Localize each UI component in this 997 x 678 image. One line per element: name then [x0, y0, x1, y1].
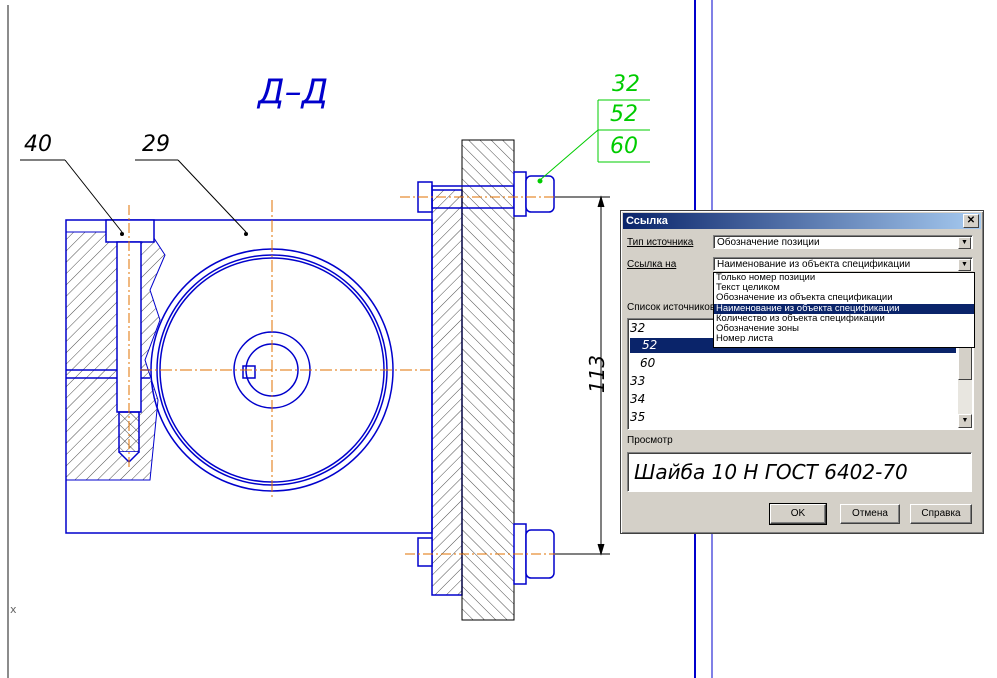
screw-top	[400, 171, 565, 217]
chevron-down-icon[interactable]: ▼	[958, 237, 971, 249]
dropdown-option[interactable]: Номер листа	[716, 334, 774, 345]
source-type-combo[interactable]: Обозначение позиции ▼	[713, 235, 973, 249]
dialog-title-text: Ссылка	[626, 215, 668, 227]
close-icon[interactable]: ✕	[963, 214, 979, 228]
list-item[interactable]: 33	[630, 374, 646, 388]
dropdown-option[interactable]: Только номер позиции	[716, 273, 816, 283]
list-item[interactable]: 32	[630, 321, 646, 335]
preview-label: Просмотр	[627, 435, 673, 446]
source-type-value: Обозначение позиции	[717, 237, 820, 248]
sources-label: Список источников	[627, 302, 716, 313]
link-to-label: Ссылка на	[627, 259, 677, 270]
bolt-40	[105, 205, 155, 470]
leader-label-60: 60	[610, 134, 638, 159]
dialog-title: Ссылка ✕	[623, 213, 981, 229]
leader-label-52: 52	[610, 102, 638, 127]
leader-label-32: 32	[612, 72, 640, 97]
scroll-down-icon[interactable]: ▼	[958, 414, 972, 428]
link-to-combo[interactable]: Наименование из объекта спецификации ▼	[713, 257, 973, 271]
section-title: Д–Д	[258, 72, 329, 112]
dimension-113	[555, 195, 610, 556]
help-button[interactable]: Справка	[910, 504, 972, 524]
list-item[interactable]: 34	[630, 392, 646, 406]
dropdown-option[interactable]: Текст целиком	[716, 283, 780, 294]
chevron-down-icon[interactable]: ▼	[958, 259, 971, 271]
dropdown-option[interactable]: Количество из объекта спецификации	[716, 313, 885, 324]
axis-label: x	[10, 603, 17, 616]
dropdown-option[interactable]: Обозначение из объекта спецификации	[716, 293, 893, 304]
list-item[interactable]: 35	[630, 410, 646, 424]
side-plate	[431, 139, 515, 621]
leader-label-40: 40	[24, 132, 52, 157]
source-type-label: Тип источника	[627, 237, 694, 248]
gear-wheel	[140, 200, 430, 500]
preview-box: Шайба 10 Н ГОСТ 6402-70	[627, 452, 972, 492]
cancel-button[interactable]: Отмена	[840, 504, 900, 524]
leader-label-29: 29	[142, 132, 170, 157]
dropdown-option[interactable]: Обозначение зоны	[716, 323, 799, 334]
link-to-dropdown[interactable]: Только номер позиции Текст целиком Обозн…	[713, 272, 975, 348]
screw-bottom	[405, 523, 565, 585]
link-to-value: Наименование из объекта спецификации	[717, 259, 911, 270]
list-item[interactable]: 60	[640, 356, 656, 370]
dimension-label-113: 113	[585, 354, 610, 394]
leader-lines	[20, 99, 650, 233]
ok-button[interactable]: OK	[769, 503, 827, 525]
dropdown-option-selected[interactable]: Наименование из объекта спецификации	[714, 303, 974, 314]
